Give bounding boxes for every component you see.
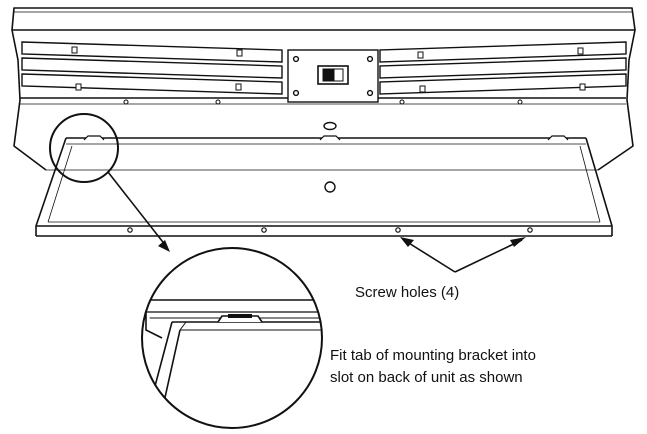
fit-tab-label-line2: slot on back of unit as shown — [330, 369, 523, 386]
louver-slats-left — [21, 41, 283, 95]
bracket-screw-holes — [127, 227, 533, 233]
screw-holes-label: Screw holes (4) — [355, 284, 459, 301]
slat-clips — [71, 46, 586, 93]
detail-source-circle — [49, 113, 119, 183]
unit-center-hole — [323, 121, 337, 131]
detail-leader-line — [107, 171, 167, 247]
power-switch-icon — [317, 65, 349, 85]
bracket-center-hole — [324, 181, 336, 193]
louver-slats-right — [379, 41, 627, 95]
unit-screw-dots — [123, 99, 523, 105]
magnified-detail — [141, 247, 323, 429]
bracket-tabs — [83, 135, 569, 141]
screw-holes-arrows — [403, 239, 523, 273]
mounting-bracket — [35, 137, 613, 237]
fit-tab-label-line1: Fit tab of mounting bracket into — [330, 347, 536, 364]
detail-leader-arrowhead — [158, 240, 170, 252]
arrowheads — [400, 237, 526, 247]
